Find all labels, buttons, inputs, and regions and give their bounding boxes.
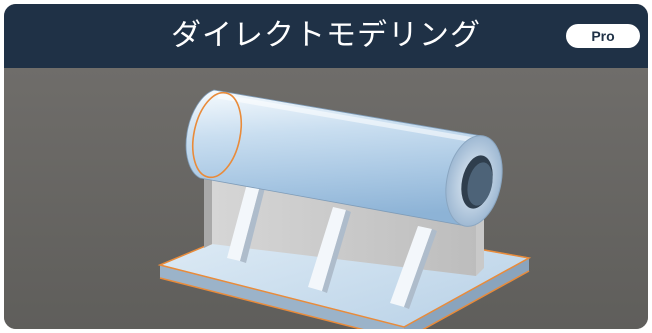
pro-badge: Pro <box>566 24 640 48</box>
pipe-cylinder[interactable] <box>185 88 510 231</box>
feature-title: ダイレクトモデリング <box>171 18 481 53</box>
card-header: ダイレクトモデリング Pro <box>4 4 648 68</box>
selected-edge-circle <box>191 91 243 179</box>
feature-card: ダイレクトモデリング Pro <box>4 4 648 329</box>
model-render <box>4 68 648 329</box>
model-viewport[interactable] <box>4 68 648 329</box>
gusset-ribs[interactable] <box>227 180 437 309</box>
